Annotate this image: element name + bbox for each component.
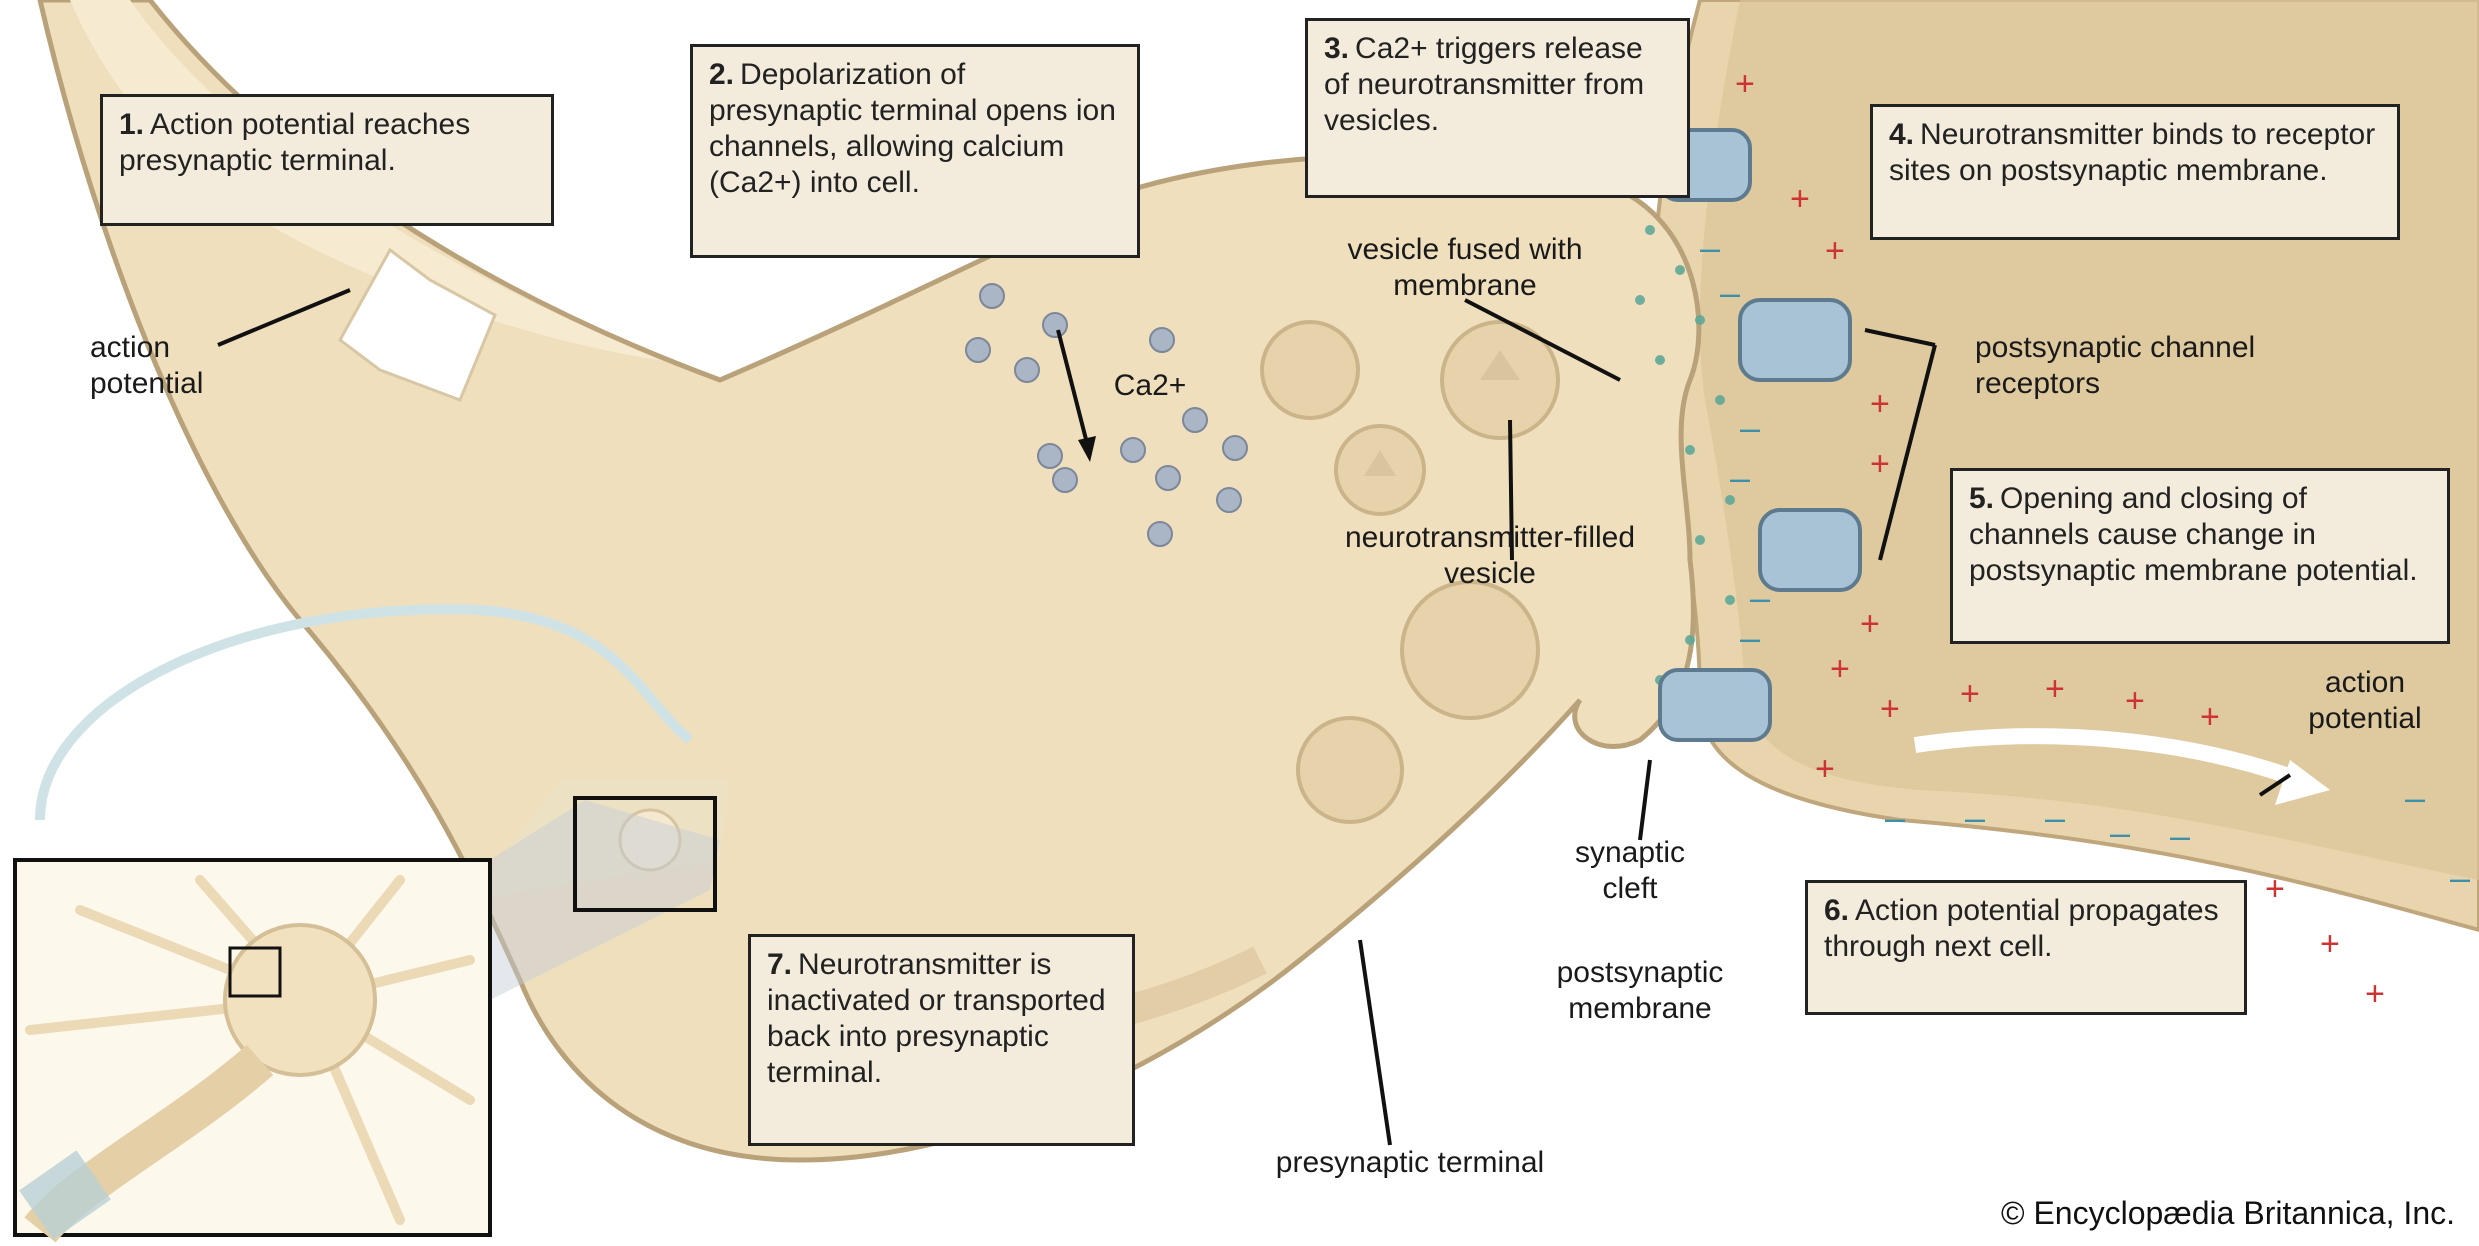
svg-text:+: + (1830, 650, 1850, 688)
svg-text:+: + (1815, 750, 1835, 788)
svg-text:+: + (1870, 445, 1890, 483)
label-postsynaptic-membrane: postsynaptic membrane (1510, 955, 1770, 1027)
svg-text:+: + (1870, 385, 1890, 423)
svg-text:–: – (2170, 815, 2190, 856)
svg-text:+: + (1860, 605, 1880, 643)
svg-text:–: – (2405, 777, 2425, 818)
svg-text:–: – (2110, 812, 2130, 853)
label-presynaptic-terminal: presynaptic terminal (1200, 1145, 1620, 1181)
step-2-box: 2.Depolarization of presynaptic terminal… (690, 44, 1140, 258)
svg-text:+: + (1825, 232, 1845, 270)
step-1-box: 1.Action potential reaches presynaptic t… (100, 94, 554, 226)
svg-text:+: + (1790, 180, 1810, 218)
svg-text:–: – (2045, 797, 2065, 838)
step-6-number: 6. (1824, 894, 1849, 927)
svg-text:+: + (2125, 682, 2145, 720)
svg-text:+: + (1880, 690, 1900, 728)
svg-text:–: – (2450, 857, 2470, 898)
label-calcium: Ca2+ (1090, 368, 1210, 404)
step-1-text: Action potential reaches presynaptic ter… (119, 108, 470, 177)
label-postsynaptic-receptors: postsynaptic channel receptors (1975, 330, 2315, 402)
svg-text:+: + (2200, 698, 2220, 736)
step-3-box: 3.Ca2+ triggers release of neurotransmit… (1305, 18, 1690, 198)
step-7-text: Neurotransmitter is inactivated or trans… (767, 948, 1106, 1089)
label-action-potential-right: action potential (2280, 665, 2450, 737)
svg-text:–: – (1885, 797, 1905, 838)
step-5-number: 5. (1969, 482, 1994, 515)
step-2-number: 2. (709, 58, 734, 91)
svg-text:+: + (1960, 675, 1980, 713)
step-4-text: Neurotransmitter binds to receptor sites… (1889, 118, 2375, 187)
svg-text:+: + (1735, 65, 1755, 103)
inset-neuron (15, 860, 490, 1240)
step-6-text: Action potential propagates through next… (1824, 894, 2219, 963)
svg-text:–: – (1750, 577, 1770, 618)
label-synaptic-cleft: synaptic cleft (1555, 835, 1705, 907)
step-7-box: 7.Neurotransmitter is inactivated or tra… (748, 934, 1135, 1146)
step-5-box: 5.Opening and closing of channels cause … (1950, 468, 2450, 644)
svg-text:–: – (1740, 617, 1760, 658)
step-7-number: 7. (767, 948, 792, 981)
step-2-text: Depolarization of presynaptic terminal o… (709, 58, 1116, 199)
step-5-text: Opening and closing of channels cause ch… (1969, 482, 2418, 587)
svg-text:+: + (2320, 925, 2340, 963)
label-nt-vesicle: neurotransmitter-filled vesicle (1315, 520, 1665, 592)
svg-text:+: + (2365, 975, 2385, 1013)
step-3-number: 3. (1324, 32, 1349, 65)
label-vesicle-fused: vesicle fused with membrane (1300, 232, 1630, 304)
step-4-box: 4.Neurotransmitter binds to receptor sit… (1870, 104, 2400, 240)
step-6-box: 6.Action potential propagates through ne… (1805, 880, 2247, 1015)
step-3-text: Ca2+ triggers release of neurotransmitte… (1324, 32, 1644, 137)
copyright-credit: © Encyclopædia Britannica, Inc. (2001, 1195, 2455, 1232)
label-action-potential-left: action potential (90, 330, 260, 402)
svg-text:–: – (1740, 407, 1760, 448)
svg-text:+: + (2045, 670, 2065, 708)
svg-text:–: – (1720, 272, 1740, 313)
svg-text:+: + (2265, 870, 2285, 908)
svg-text:–: – (1700, 227, 1720, 268)
svg-text:–: – (1965, 797, 1985, 838)
svg-text:–: – (1730, 457, 1750, 498)
step-1-number: 1. (119, 108, 144, 141)
step-4-number: 4. (1889, 118, 1914, 151)
